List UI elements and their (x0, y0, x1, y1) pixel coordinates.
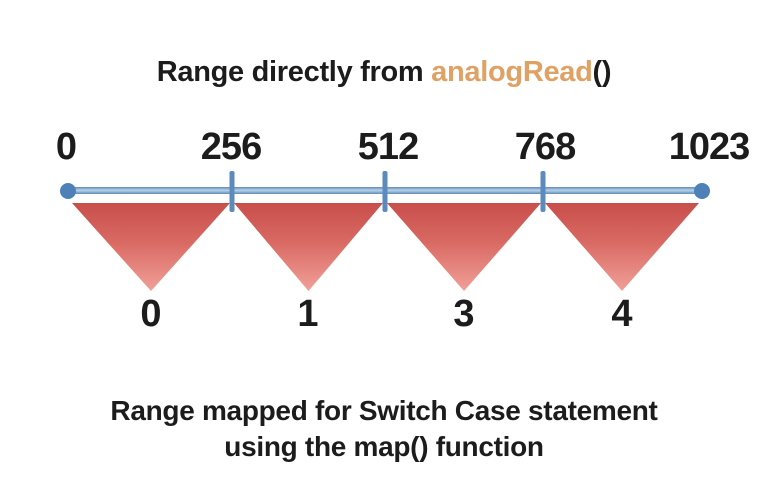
mapped-value-4: 4 (611, 293, 633, 335)
range-triangle-1 (72, 203, 230, 291)
diagram-title: Range directly from analogRead() (0, 56, 768, 89)
scale-label-256: 256 (200, 126, 262, 168)
caption-line2: using the map() function (224, 431, 544, 463)
scale-label-512: 512 (357, 126, 419, 168)
range-triangle-2 (234, 203, 383, 291)
scale-label-0: 0 (55, 126, 77, 168)
diagram-caption: Range mapped for Switch Case statement u… (0, 393, 768, 466)
caption-line1: Range mapped for Switch Case statement (110, 395, 658, 426)
mapped-value-0: 0 (140, 293, 162, 335)
axis-endpoint-right-dot (694, 183, 710, 199)
mapped-value-1: 1 (297, 293, 319, 335)
range-triangle-3 (387, 203, 541, 291)
range-triangle-4 (545, 203, 699, 291)
tick-768 (540, 171, 546, 212)
title-parens: () (592, 56, 612, 88)
scale-label-1023: 1023 (668, 126, 751, 168)
title-analogread-highlight: analogRead (431, 56, 593, 88)
tick-256 (229, 171, 235, 212)
title-prefix: Range directly from (156, 56, 432, 88)
scale-label-768: 768 (514, 126, 576, 168)
tick-512 (382, 171, 388, 212)
axis-endpoint-left-dot (60, 183, 76, 199)
mapped-value-3: 3 (453, 293, 475, 335)
